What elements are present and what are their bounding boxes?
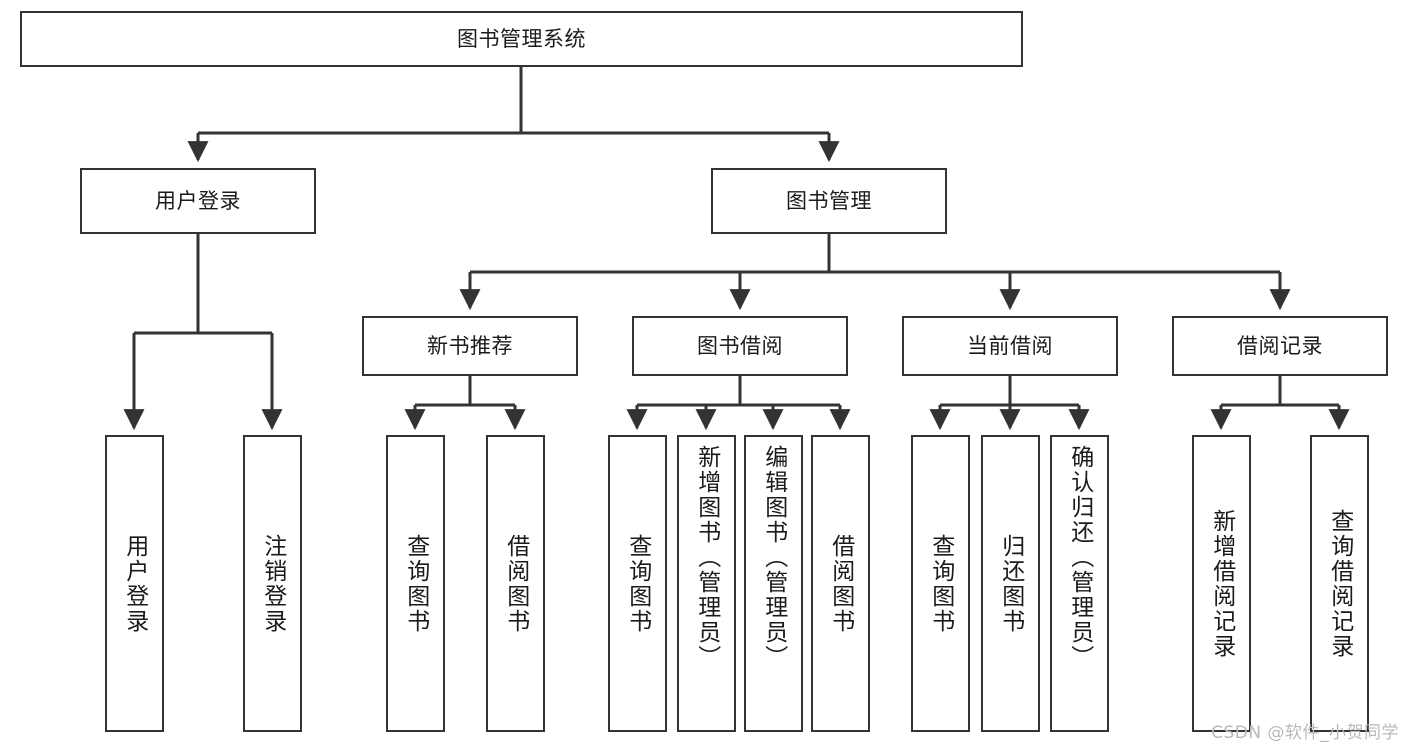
node-borrow-record-label: 借阅记录: [1237, 333, 1323, 358]
leaf-borrow-book-rec[interactable]: 借阅图书: [486, 435, 545, 732]
leaf-return-book[interactable]: 归还图书: [981, 435, 1040, 732]
leaf-confirm-return-admin[interactable]: 确认归还（管理员）: [1050, 435, 1109, 732]
node-new-book-rec-label: 新书推荐: [427, 333, 513, 358]
leaf-add-borrow-record-label: 新增借阅记录: [1208, 508, 1235, 659]
leaf-query-book-current-label: 查询图书: [927, 533, 954, 634]
leaf-query-book-borrow[interactable]: 查询图书: [608, 435, 667, 732]
leaf-add-borrow-record[interactable]: 新增借阅记录: [1192, 435, 1251, 732]
node-user-login-label: 用户登录: [155, 188, 241, 213]
node-new-book-rec[interactable]: 新书推荐: [362, 316, 578, 376]
leaf-user-logout[interactable]: 注销登录: [243, 435, 302, 732]
node-current-borrow[interactable]: 当前借阅: [902, 316, 1118, 376]
leaf-borrow-book-label: 借阅图书: [827, 533, 854, 634]
leaf-user-logout-label: 注销登录: [259, 533, 286, 634]
leaf-add-book-admin[interactable]: 新增图书（管理员）: [677, 435, 736, 732]
node-root-label: 图书管理系统: [457, 26, 586, 51]
leaf-borrow-book[interactable]: 借阅图书: [811, 435, 870, 732]
leaf-user-login-label: 用户登录: [121, 533, 148, 634]
leaf-edit-book-admin[interactable]: 编辑图书（管理员）: [744, 435, 803, 732]
leaf-return-book-label: 归还图书: [997, 533, 1024, 634]
node-borrow-record[interactable]: 借阅记录: [1172, 316, 1388, 376]
leaf-query-book-rec-label: 查询图书: [402, 533, 429, 634]
node-book-manage[interactable]: 图书管理: [711, 168, 947, 234]
node-book-manage-label: 图书管理: [786, 188, 872, 213]
node-current-borrow-label: 当前借阅: [967, 333, 1053, 358]
leaf-query-book-rec[interactable]: 查询图书: [386, 435, 445, 732]
node-user-login[interactable]: 用户登录: [80, 168, 316, 234]
csdn-watermark: CSDN @软件_小贺同学: [1211, 723, 1399, 743]
leaf-confirm-return-admin-label: 确认归还（管理员）: [1066, 445, 1093, 670]
leaf-borrow-book-rec-label: 借阅图书: [502, 533, 529, 634]
leaf-query-borrow-record[interactable]: 查询借阅记录: [1310, 435, 1369, 732]
node-book-borrow[interactable]: 图书借阅: [632, 316, 848, 376]
leaf-query-book-current[interactable]: 查询图书: [911, 435, 970, 732]
node-book-borrow-label: 图书借阅: [697, 333, 783, 358]
leaf-query-book-borrow-label: 查询图书: [624, 533, 651, 634]
node-root[interactable]: 图书管理系统: [20, 11, 1023, 67]
leaf-add-book-admin-label: 新增图书（管理员）: [693, 445, 720, 670]
leaf-edit-book-admin-label: 编辑图书（管理员）: [760, 445, 787, 670]
leaf-query-borrow-record-label: 查询借阅记录: [1326, 508, 1353, 659]
leaf-user-login[interactable]: 用户登录: [105, 435, 164, 732]
